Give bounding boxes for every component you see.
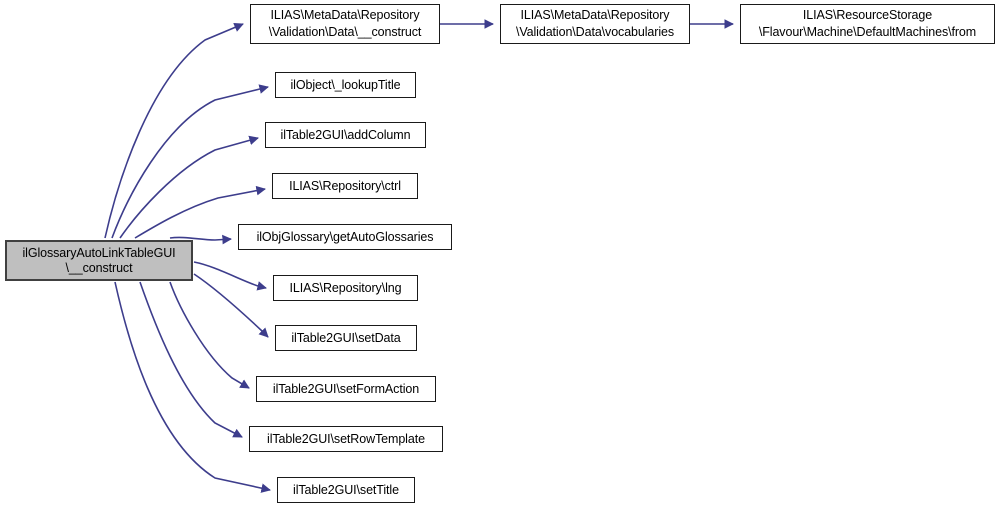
graph-node[interactable]: ILIAS\ResourceStorage \Flavour\Machine\D… xyxy=(740,4,995,44)
call-edge xyxy=(104,22,244,239)
graph-node[interactable]: ILIAS\MetaData\Repository \Validation\Da… xyxy=(500,4,690,44)
graph-node[interactable]: ilObject\_lookupTitle xyxy=(275,72,416,98)
call-edge xyxy=(119,135,259,239)
graph-node[interactable]: ilTable2GUI\setData xyxy=(275,325,417,351)
graph-node[interactable]: ilTable2GUI\setTitle xyxy=(277,477,415,503)
call-edge xyxy=(193,261,267,291)
graph-node[interactable]: ILIAS\Repository\lng xyxy=(273,275,418,301)
call-edge xyxy=(111,84,269,239)
call-edge xyxy=(114,281,271,493)
call-edge xyxy=(193,273,269,338)
call-edge xyxy=(169,281,250,389)
graph-node[interactable]: ILIAS\Repository\ctrl xyxy=(272,173,418,199)
graph-node[interactable]: ilTable2GUI\setRowTemplate xyxy=(249,426,443,452)
graph-node-root[interactable]: ilGlossaryAutoLinkTableGUI \__construct xyxy=(5,240,193,281)
graph-node[interactable]: ilTable2GUI\setFormAction xyxy=(256,376,436,402)
call-edge xyxy=(139,281,243,438)
graph-node[interactable]: ilObjGlossary\getAutoGlossaries xyxy=(238,224,452,250)
graph-node[interactable]: ilTable2GUI\addColumn xyxy=(265,122,426,148)
graph-node[interactable]: ILIAS\MetaData\Repository \Validation\Da… xyxy=(250,4,440,44)
